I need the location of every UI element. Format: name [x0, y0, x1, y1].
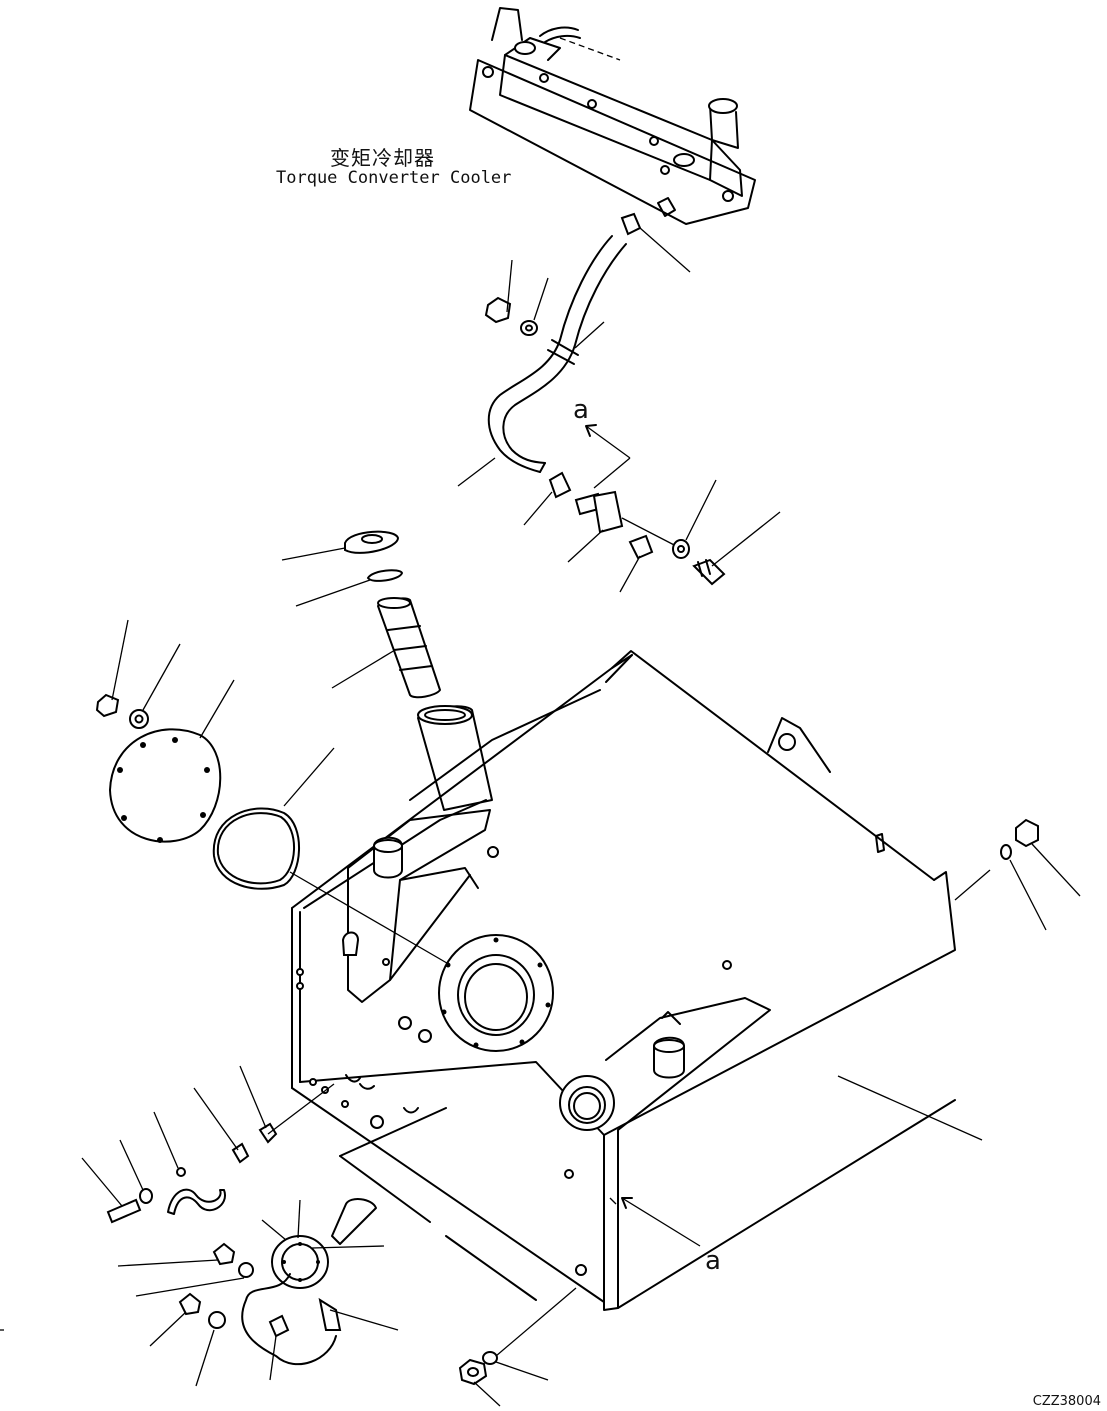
bolt-washer-upper	[457, 259, 605, 487]
level-sender	[117, 1198, 399, 1387]
torque-converter-cooler	[469, 7, 756, 225]
cooler-label-en: Torque Converter Cooler	[276, 168, 512, 188]
view-ref-top: a	[573, 395, 589, 425]
view-arrow-top	[585, 424, 631, 489]
hose-fittings	[523, 471, 781, 593]
view-arrow-bottom	[621, 1197, 701, 1247]
view-ref-bottom: a	[705, 1246, 721, 1276]
bottom-plug	[458, 1287, 577, 1407]
filler-parts	[281, 530, 493, 811]
clamp-bracket	[81, 1065, 335, 1224]
drawing-code: CZZ38004	[1032, 1394, 1101, 1409]
drain-plug-right	[1000, 818, 1081, 931]
cooler-hose	[487, 212, 691, 473]
hydraulic-tank	[291, 650, 991, 1311]
cooler-label-cn: 变矩冷却器	[330, 146, 435, 170]
inspection-cover	[95, 619, 453, 967]
